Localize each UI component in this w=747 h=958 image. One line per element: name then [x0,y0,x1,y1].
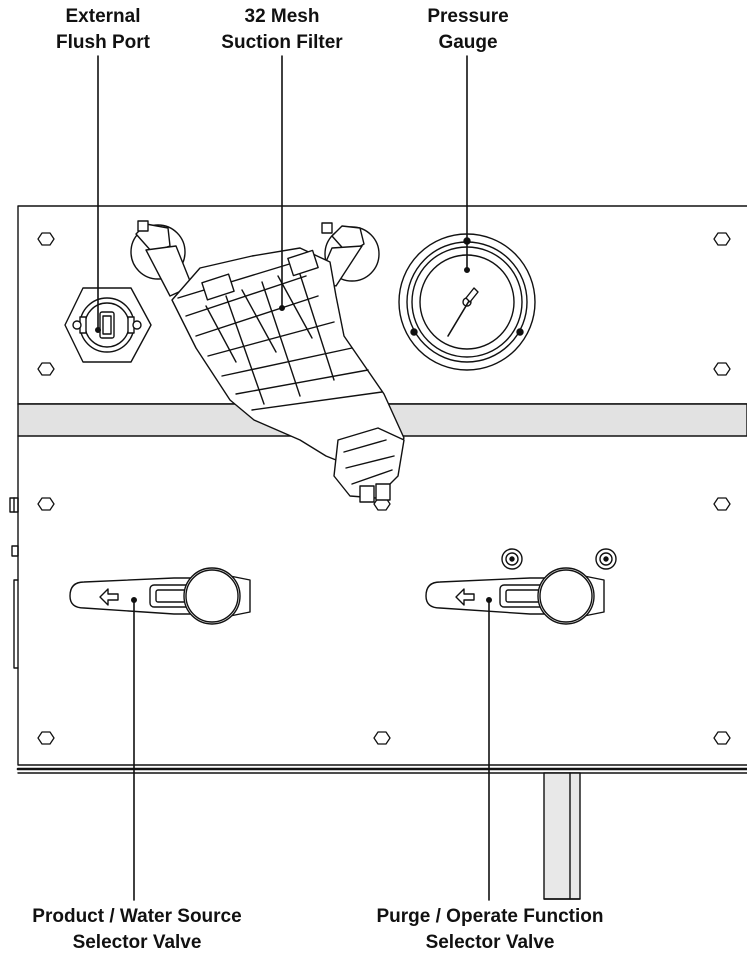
suction-filter-line1: 32 Mesh [244,6,320,27]
bolt-icon [713,731,731,745]
bolt-icon [37,497,55,511]
suction-filter-label: 32 Mesh Suction Filter [198,4,366,56]
mounting-bolts [37,232,731,745]
bolt-icon [713,362,731,376]
pressure-gauge-line2: Gauge [438,32,498,53]
purge-fitting-left [501,548,523,570]
bolt-icon [713,232,731,246]
left-elbow-fitting [130,220,193,297]
gauge-needle [447,300,470,337]
pressure-gauge-line1: Pressure [427,6,509,27]
external-flush-port-line1: External [65,6,141,27]
pressure-gauge [398,233,536,371]
bolt-icon [37,362,55,376]
purge-operate-valve-line2: Selector Valve [425,932,555,953]
suction-filter-line2: Suction Filter [221,32,343,53]
bolt-icon [713,497,731,511]
purge-operate-valve-line1: Purge / Operate Function [376,906,604,927]
bolt-icon [37,232,55,246]
product-water-selector-valve [69,567,251,625]
purge-fitting-right [595,548,617,570]
bolt-icon [37,731,55,745]
pressure-gauge-label: Pressure Gauge [404,4,532,56]
external-flush-port [64,287,152,363]
purge-operate-selector-valve [425,548,617,625]
filter-body [171,247,405,503]
product-water-valve-label: Product / Water Source Selector Valve [4,904,270,956]
left-side-fittings [9,497,19,669]
external-flush-port-line2: Flush Port [56,32,150,53]
product-water-valve-line2: Selector Valve [72,932,202,953]
suction-filter [130,220,405,503]
drain-pipe [543,772,581,900]
callout-leaders [95,55,492,901]
bolt-icon [373,731,391,745]
product-water-valve-line1: Product / Water Source [32,906,242,927]
purge-operate-valve-label: Purge / Operate Function Selector Valve [352,904,628,956]
external-flush-port-label: External Flush Port [38,4,168,56]
